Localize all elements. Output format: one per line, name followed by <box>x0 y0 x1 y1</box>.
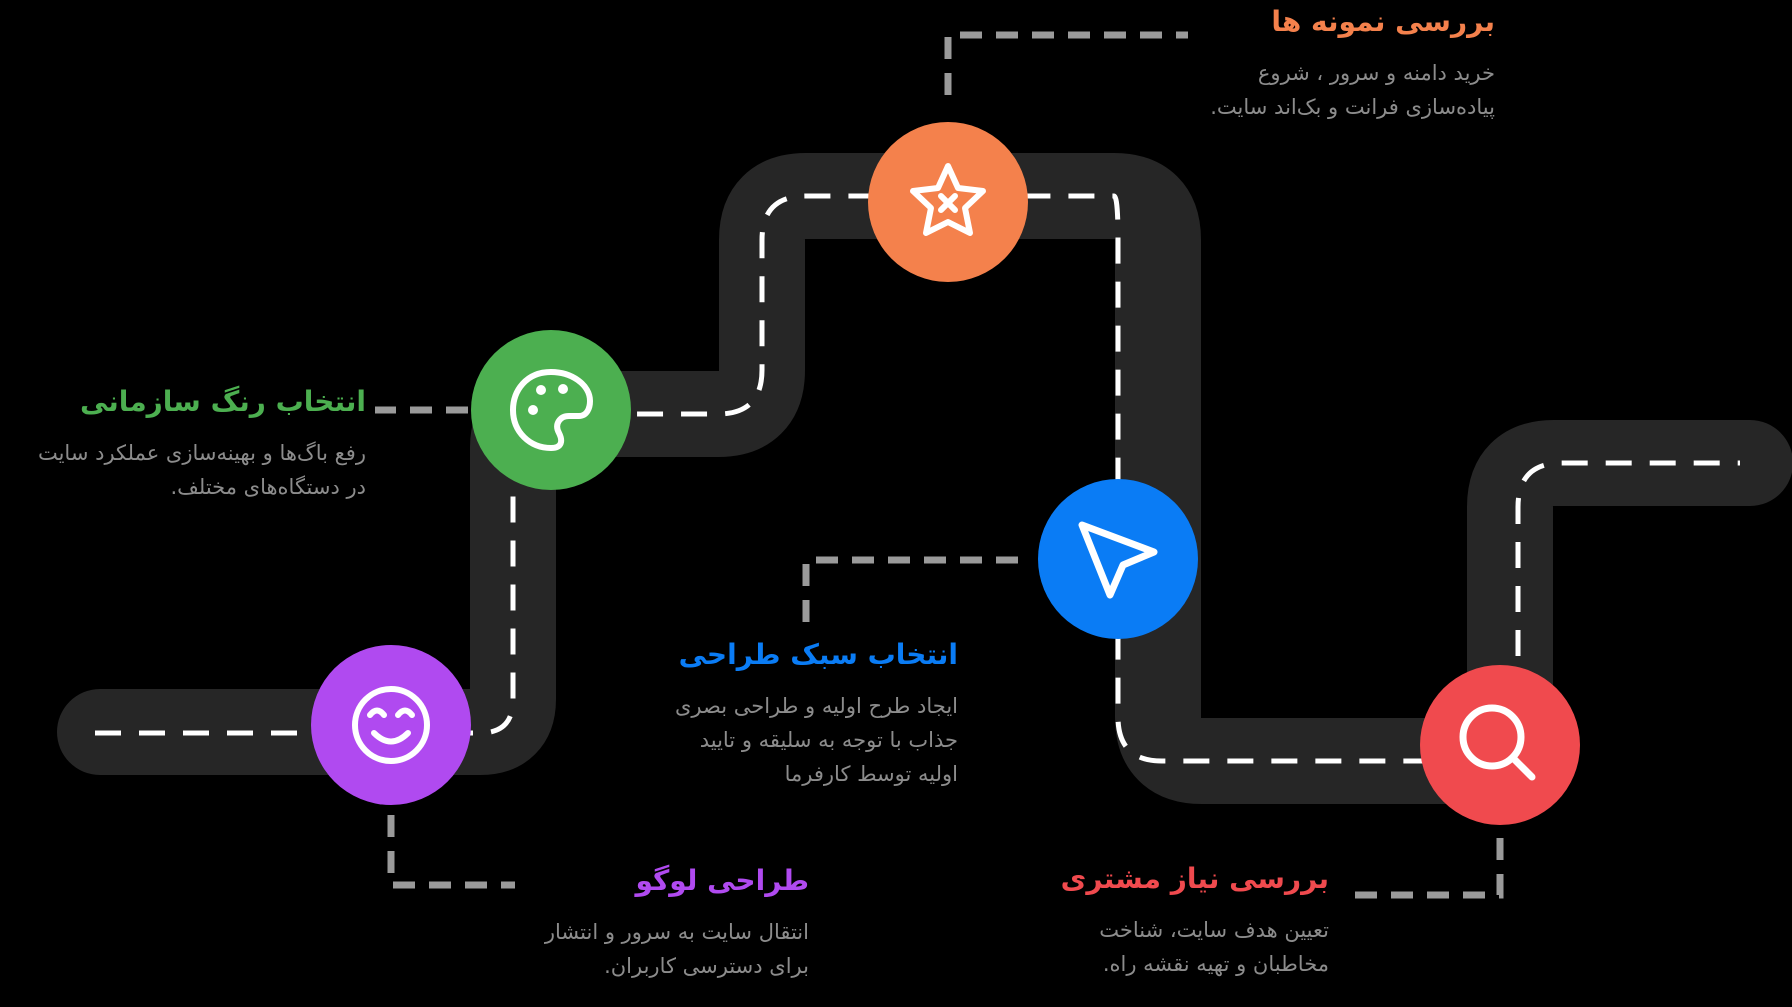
step-2-title: انتخاب سبک طراحی <box>678 638 958 671</box>
step-1-title: بررسی نیاز مشتری <box>1060 862 1329 895</box>
smiley-icon <box>352 686 430 764</box>
step-2-text: انتخاب سبک طراحی ایجاد طرح اولیه و طراحی… <box>675 638 958 791</box>
connector-step-3 <box>944 31 1188 95</box>
step-4-node <box>471 330 631 490</box>
step-3-title: بررسی نمونه ها <box>1271 5 1495 38</box>
step-3-description: خرید دامنه و سرور ، شروع پیاده‌سازی فران… <box>1210 56 1495 124</box>
step-5-node <box>311 645 471 805</box>
connector-step-1 <box>1345 838 1504 899</box>
step-3-text: بررسی نمونه ها خرید دامنه و سرور ، شروع … <box>1210 5 1495 124</box>
step-4-text: انتخاب رنگ سازمانی رفع باگ‌ها و بهینه‌سا… <box>38 385 366 504</box>
step-5-title: طراحی لوگو <box>635 864 809 897</box>
palette-icon <box>510 369 593 451</box>
connector-step-2 <box>802 556 1018 625</box>
step-1-description: تعیین هدف سایت، شناخت مخاطبان و تهیه نقش… <box>1061 913 1329 981</box>
step-4-title: انتخاب رنگ سازمانی <box>79 385 366 418</box>
step-3-desc-line: پیاده‌سازی فرانت و بک‌اند سایت. <box>1210 95 1495 119</box>
step-2-description: ایجاد طرح اولیه و طراحی بصری جذاب با توج… <box>675 689 958 791</box>
star-icon <box>910 163 986 236</box>
step-2-desc-line: ایجاد طرح اولیه و طراحی بصری <box>674 694 958 718</box>
step-1-desc-line: مخاطبان و تهیه نقشه راه. <box>1102 952 1329 976</box>
step-1-desc-line: تعیین هدف سایت، شناخت <box>1099 918 1329 942</box>
step-4-desc-line: در دستگاه‌های مختلف. <box>170 475 366 499</box>
step-3-desc-line: خرید دامنه و سرور ، شروع <box>1257 61 1495 85</box>
search-icon <box>1459 704 1536 781</box>
step-5-desc-line: برای دسترسی کاربران. <box>604 954 809 978</box>
step-1-text: بررسی نیاز مشتری تعیین هدف سایت، شناخت م… <box>1061 862 1329 981</box>
step-2-desc-line: اولیه توسط کارفرما <box>784 762 958 786</box>
connector-step-5 <box>387 815 515 889</box>
step-5-desc-line: انتقال سایت به سرور و انتشار <box>544 920 809 944</box>
step-4-desc-line: رفع باگ‌ها و بهینه‌سازی عملکرد سایت <box>37 441 366 465</box>
step-2-node <box>1038 479 1198 639</box>
step-5-text: طراحی لوگو انتقال سایت به سرور و انتشار … <box>545 864 809 983</box>
cursor-arrow-icon <box>1078 521 1158 599</box>
road-dashes <box>95 193 1430 764</box>
road-dashes-end <box>1515 460 1740 700</box>
step-1-node <box>1420 665 1580 825</box>
step-5-description: انتقال سایت به سرور و انتشار برای دسترسی… <box>545 915 809 983</box>
step-2-desc-line: جذاب با توجه به سلیقه و تایید <box>699 728 958 752</box>
step-4-description: رفع باگ‌ها و بهینه‌سازی عملکرد سایت در د… <box>38 436 366 504</box>
step-3-node <box>868 122 1028 282</box>
